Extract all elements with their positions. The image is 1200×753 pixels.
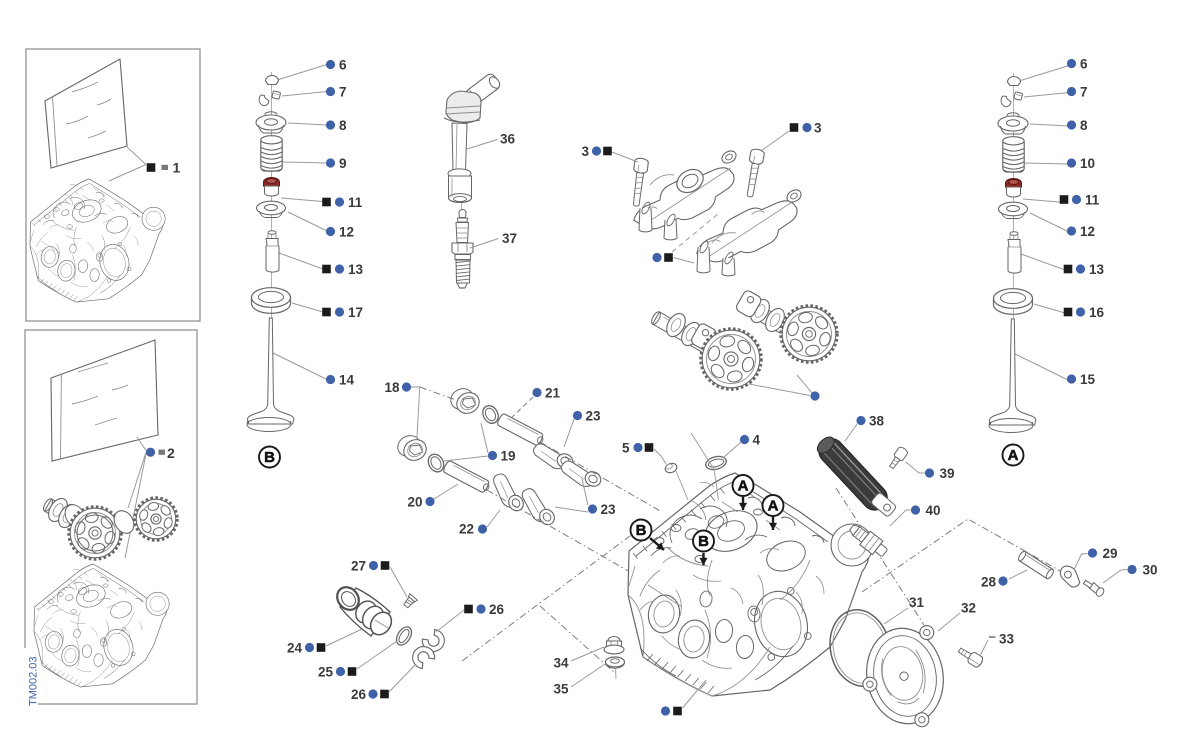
- svg-text:12: 12: [1080, 224, 1095, 239]
- svg-text:8: 8: [1080, 118, 1088, 133]
- svg-text:B: B: [264, 449, 275, 466]
- svg-text:35: 35: [554, 681, 570, 696]
- svg-text:34: 34: [554, 655, 570, 670]
- svg-text:15: 15: [1080, 372, 1096, 387]
- svg-text:33: 33: [999, 631, 1015, 646]
- svg-text:18: 18: [385, 380, 401, 395]
- svg-text:23: 23: [601, 502, 617, 517]
- svg-text:A: A: [768, 498, 779, 515]
- svg-text:11: 11: [348, 195, 363, 210]
- svg-text:36: 36: [500, 132, 516, 147]
- svg-text:31: 31: [909, 595, 925, 610]
- svg-text:13: 13: [1089, 262, 1105, 277]
- svg-text:3: 3: [582, 144, 590, 159]
- svg-text:A: A: [1008, 447, 1019, 464]
- svg-text:27: 27: [351, 558, 366, 573]
- svg-text:38: 38: [869, 413, 885, 428]
- svg-text:11: 11: [1085, 192, 1100, 207]
- svg-text:10: 10: [1080, 156, 1095, 171]
- svg-text:28: 28: [981, 574, 997, 589]
- svg-text:14: 14: [339, 372, 355, 387]
- svg-text:26: 26: [351, 687, 367, 702]
- svg-text:30: 30: [1143, 562, 1158, 577]
- svg-text:A: A: [738, 478, 749, 495]
- svg-text:B: B: [698, 533, 709, 550]
- svg-text:29: 29: [1103, 546, 1118, 561]
- svg-text:5: 5: [622, 440, 630, 455]
- svg-text:1: 1: [173, 160, 181, 176]
- svg-text:8: 8: [339, 118, 347, 133]
- svg-text:39: 39: [940, 466, 955, 481]
- svg-text:37: 37: [502, 231, 517, 246]
- svg-text:13: 13: [348, 262, 364, 277]
- svg-text:3: 3: [814, 120, 822, 135]
- svg-text:17: 17: [348, 305, 363, 320]
- svg-text:12: 12: [339, 224, 354, 239]
- svg-text:32: 32: [961, 600, 976, 615]
- svg-text:22: 22: [459, 521, 474, 536]
- svg-text:19: 19: [501, 448, 516, 463]
- svg-text:TM002.03: TM002.03: [28, 656, 40, 706]
- svg-text:16: 16: [1089, 305, 1105, 320]
- svg-text:24: 24: [287, 640, 303, 655]
- svg-text:6: 6: [339, 57, 347, 72]
- svg-text:2: 2: [167, 445, 175, 461]
- svg-text:9: 9: [339, 156, 347, 171]
- svg-text:26: 26: [489, 602, 505, 617]
- svg-text:7: 7: [339, 84, 347, 99]
- svg-text:4: 4: [753, 432, 761, 447]
- svg-text:7: 7: [1080, 84, 1088, 99]
- svg-text:25: 25: [318, 664, 334, 679]
- svg-text:B: B: [636, 522, 647, 539]
- svg-text:20: 20: [408, 494, 423, 509]
- svg-text:40: 40: [926, 503, 941, 518]
- svg-text:21: 21: [545, 385, 561, 400]
- svg-text:23: 23: [586, 408, 602, 423]
- svg-text:6: 6: [1080, 56, 1088, 71]
